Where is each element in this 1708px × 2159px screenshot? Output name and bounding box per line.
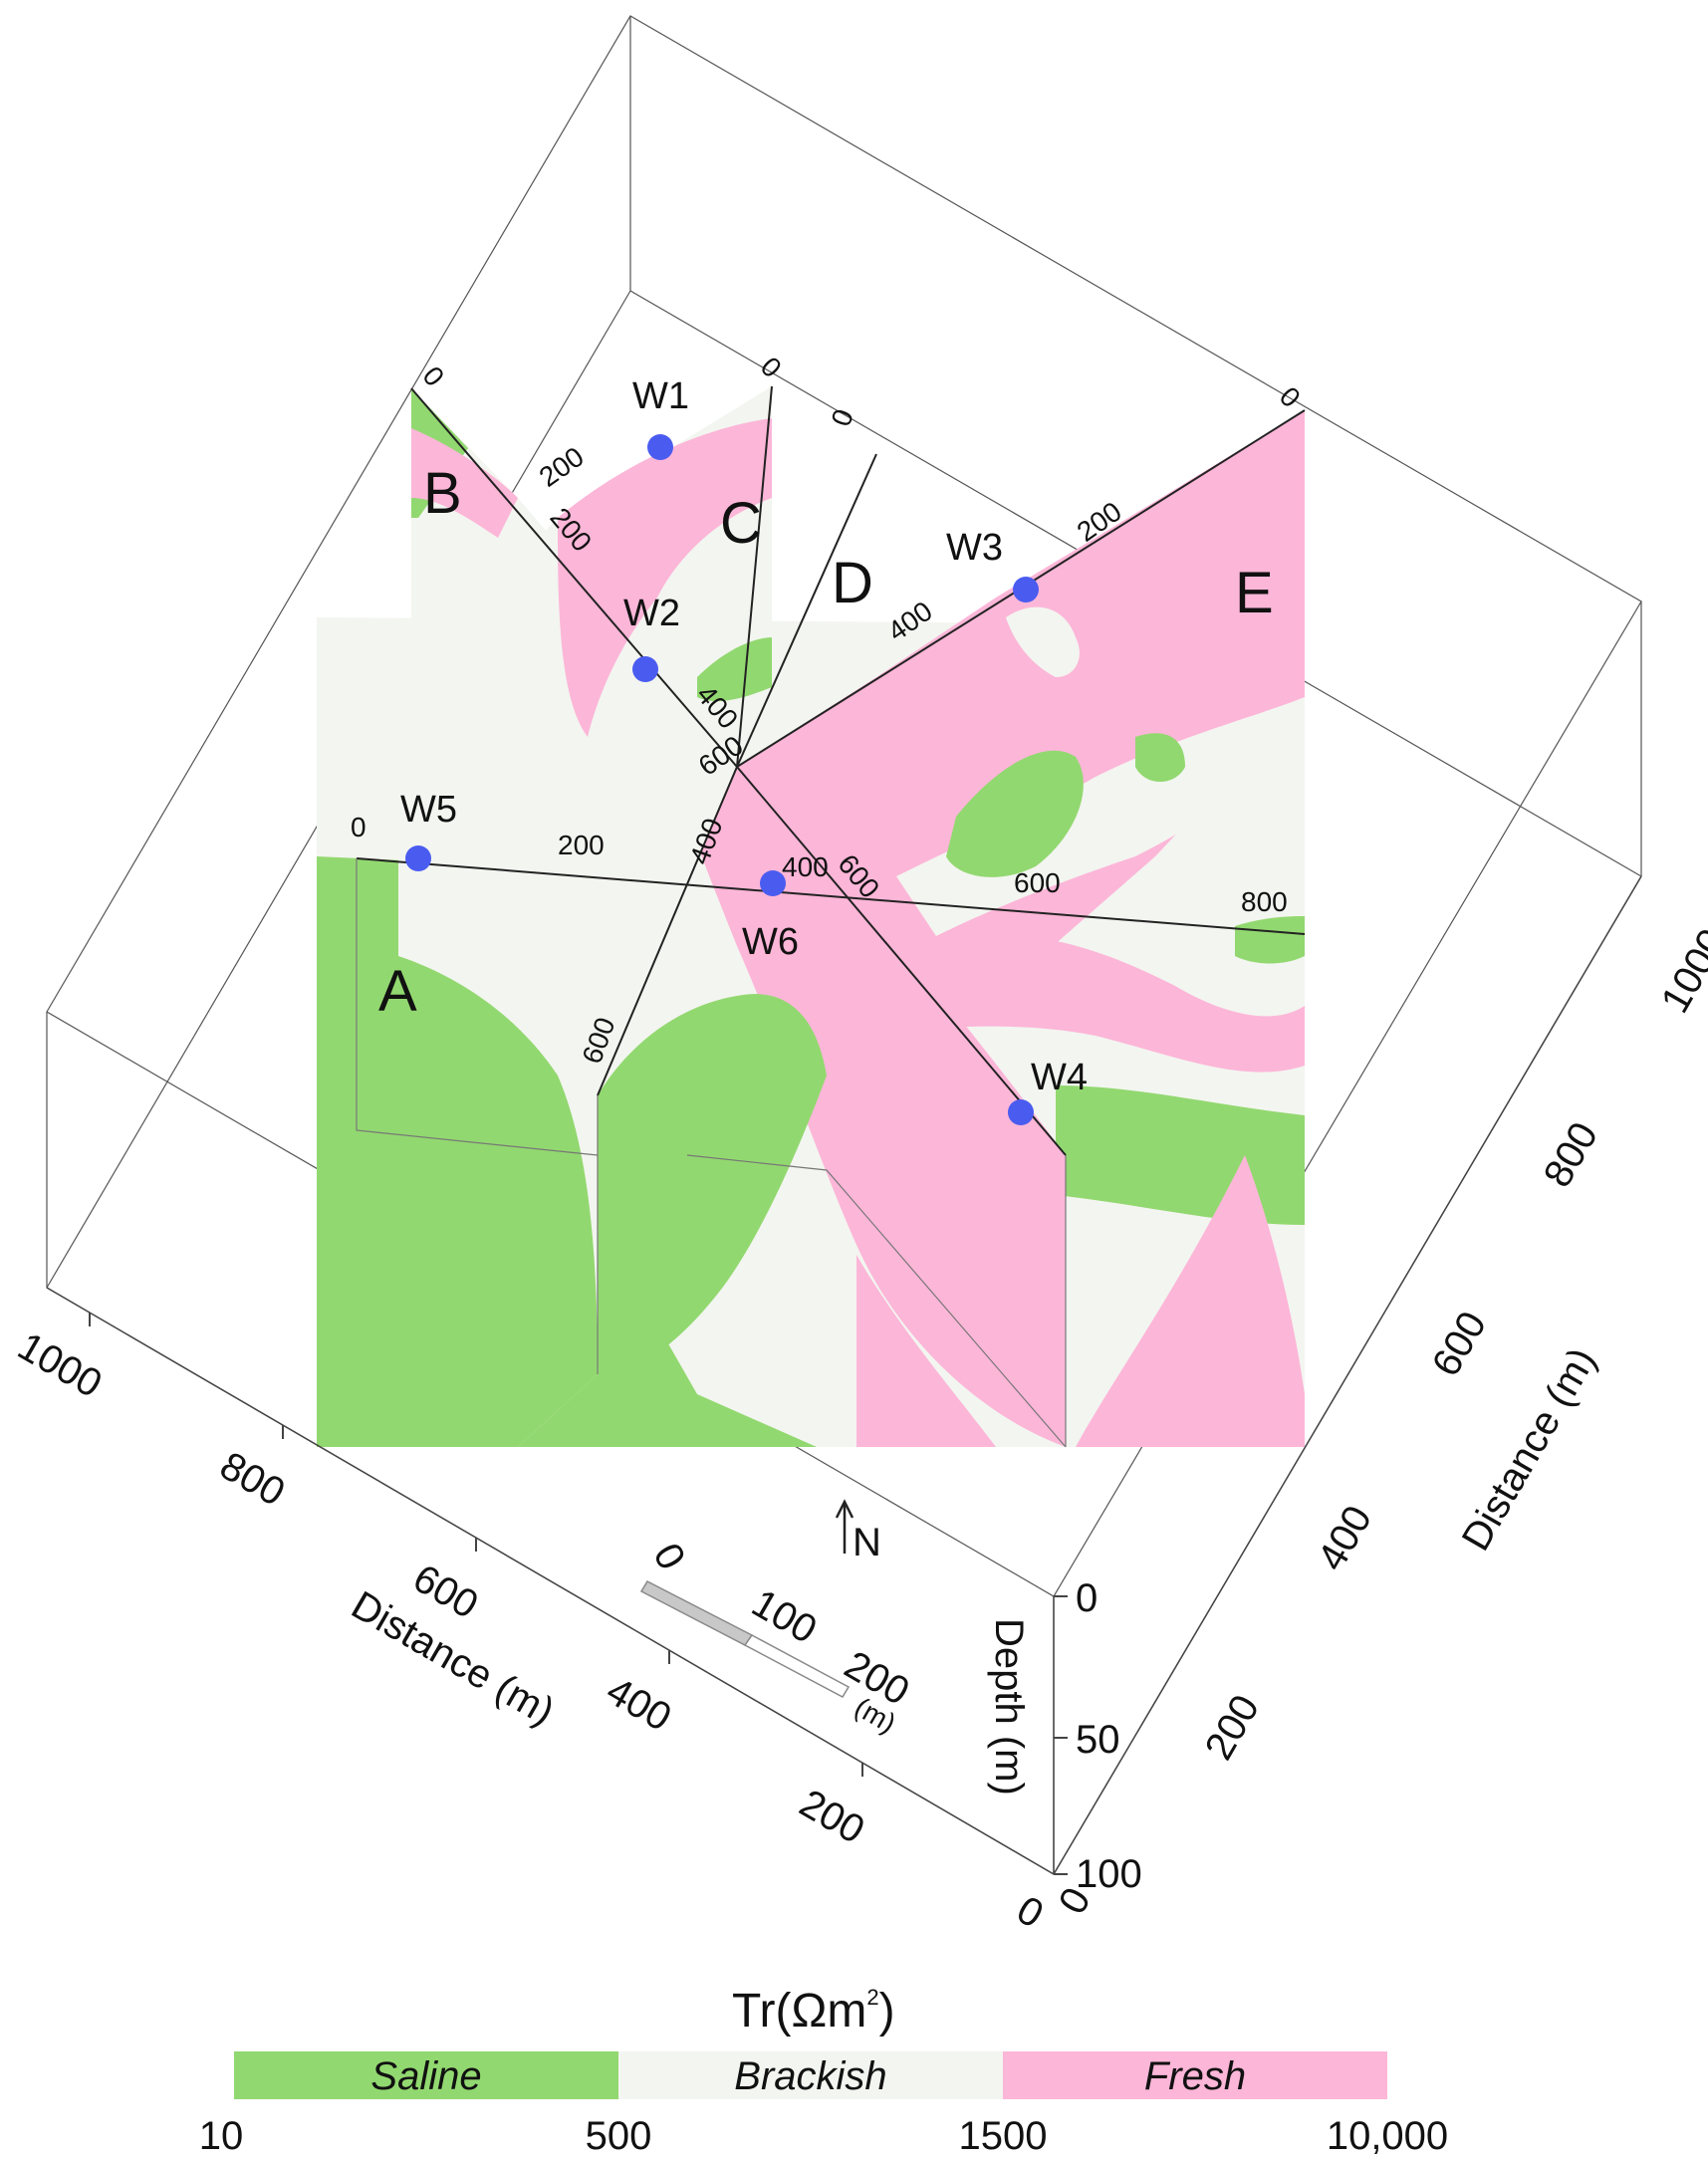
legend-title-base: Tr(Ωm	[732, 1985, 866, 2038]
well-label: W4	[1031, 1057, 1088, 1098]
legend-class-label: Brackish	[734, 2054, 886, 2098]
axis-title: Depth (m)	[987, 1618, 1031, 1796]
legend-swatch-saline	[234, 2051, 618, 2099]
depth-axis: 0 50 100 Depth (m)	[987, 1576, 1142, 1896]
tick-label: 200	[534, 441, 590, 493]
axis-title: Distance (m)	[1454, 1340, 1604, 1558]
legend-title: Tr(Ωm2)	[732, 1985, 895, 2038]
tick-label: 0	[1274, 380, 1307, 413]
tick-label: 200	[793, 1782, 872, 1852]
north-arrow: N	[835, 1499, 881, 1564]
legend-swatch-fresh	[1003, 2051, 1387, 2099]
well-w4-marker[interactable]	[1008, 1099, 1034, 1125]
tick-label: 800	[213, 1444, 293, 1515]
profile-label: B	[423, 461, 462, 526]
well-w1-marker[interactable]	[647, 434, 673, 460]
north-label: N	[853, 1521, 881, 1564]
legend-break: 1500	[959, 2114, 1048, 2158]
legend: Tr(Ωm2) Saline Brackish Fresh 10 500 150…	[199, 1985, 1448, 2158]
legend-break: 10,000	[1327, 2114, 1448, 2158]
well-w5-marker[interactable]	[405, 845, 431, 871]
tick-label: 1000	[1653, 921, 1708, 1020]
well-label: W5	[400, 789, 457, 831]
legend-title-end: )	[879, 1985, 895, 2038]
profile-labels: A B C D E	[378, 461, 1274, 1024]
well-label: W1	[632, 375, 689, 417]
legend-title-sup: 2	[866, 1985, 878, 2010]
well-w6-marker[interactable]	[760, 870, 786, 896]
tick-label: 50	[1076, 1718, 1120, 1762]
tick-label: 0	[826, 405, 859, 430]
legend-class-label: Fresh	[1144, 2054, 1246, 2098]
profile-traces	[356, 385, 1306, 1448]
legend-swatch-brackish	[618, 2051, 1003, 2099]
tick-label: 0	[351, 812, 366, 842]
tick-label: 400	[782, 851, 829, 882]
tick-label: 200	[1197, 1688, 1268, 1768]
scale-bar: 0 100 200 (m)	[639, 1537, 916, 1739]
tick-label: 100	[1076, 1852, 1142, 1896]
tick-label: 800	[1536, 1115, 1606, 1195]
tick-label: 1000	[11, 1324, 110, 1407]
profile-label: C	[720, 491, 762, 556]
tick-label: 0	[1010, 1888, 1051, 1937]
tick-label: 600	[1014, 867, 1061, 898]
well-label: W6	[742, 921, 799, 963]
profile-label: A	[378, 959, 417, 1024]
tick-label: 200	[558, 830, 605, 860]
tick-label: 0	[1076, 1576, 1098, 1620]
tick-label: 400	[600, 1669, 679, 1740]
tick-label: 400	[1310, 1499, 1380, 1578]
well-label: W2	[623, 593, 680, 634]
profile-label: D	[832, 551, 873, 615]
well-label: W3	[946, 527, 1003, 569]
well-w2-marker[interactable]	[632, 656, 658, 682]
profile-label: E	[1235, 561, 1274, 625]
legend-break: 10	[199, 2114, 244, 2158]
profile-panel-c	[398, 386, 827, 1447]
tick-label: 800	[1241, 886, 1288, 917]
tick-label: 0	[416, 360, 450, 392]
well-w3-marker[interactable]	[1013, 577, 1039, 602]
legend-class-label: Saline	[370, 2054, 481, 2098]
wells: W1 W2 W3 W4 W5 W6	[400, 375, 1088, 1125]
profile-panel-e	[737, 410, 1305, 1095]
scale-tick: 0	[644, 1537, 693, 1577]
legend-break: 500	[586, 2114, 652, 2158]
tick-label: 600	[1424, 1305, 1495, 1384]
